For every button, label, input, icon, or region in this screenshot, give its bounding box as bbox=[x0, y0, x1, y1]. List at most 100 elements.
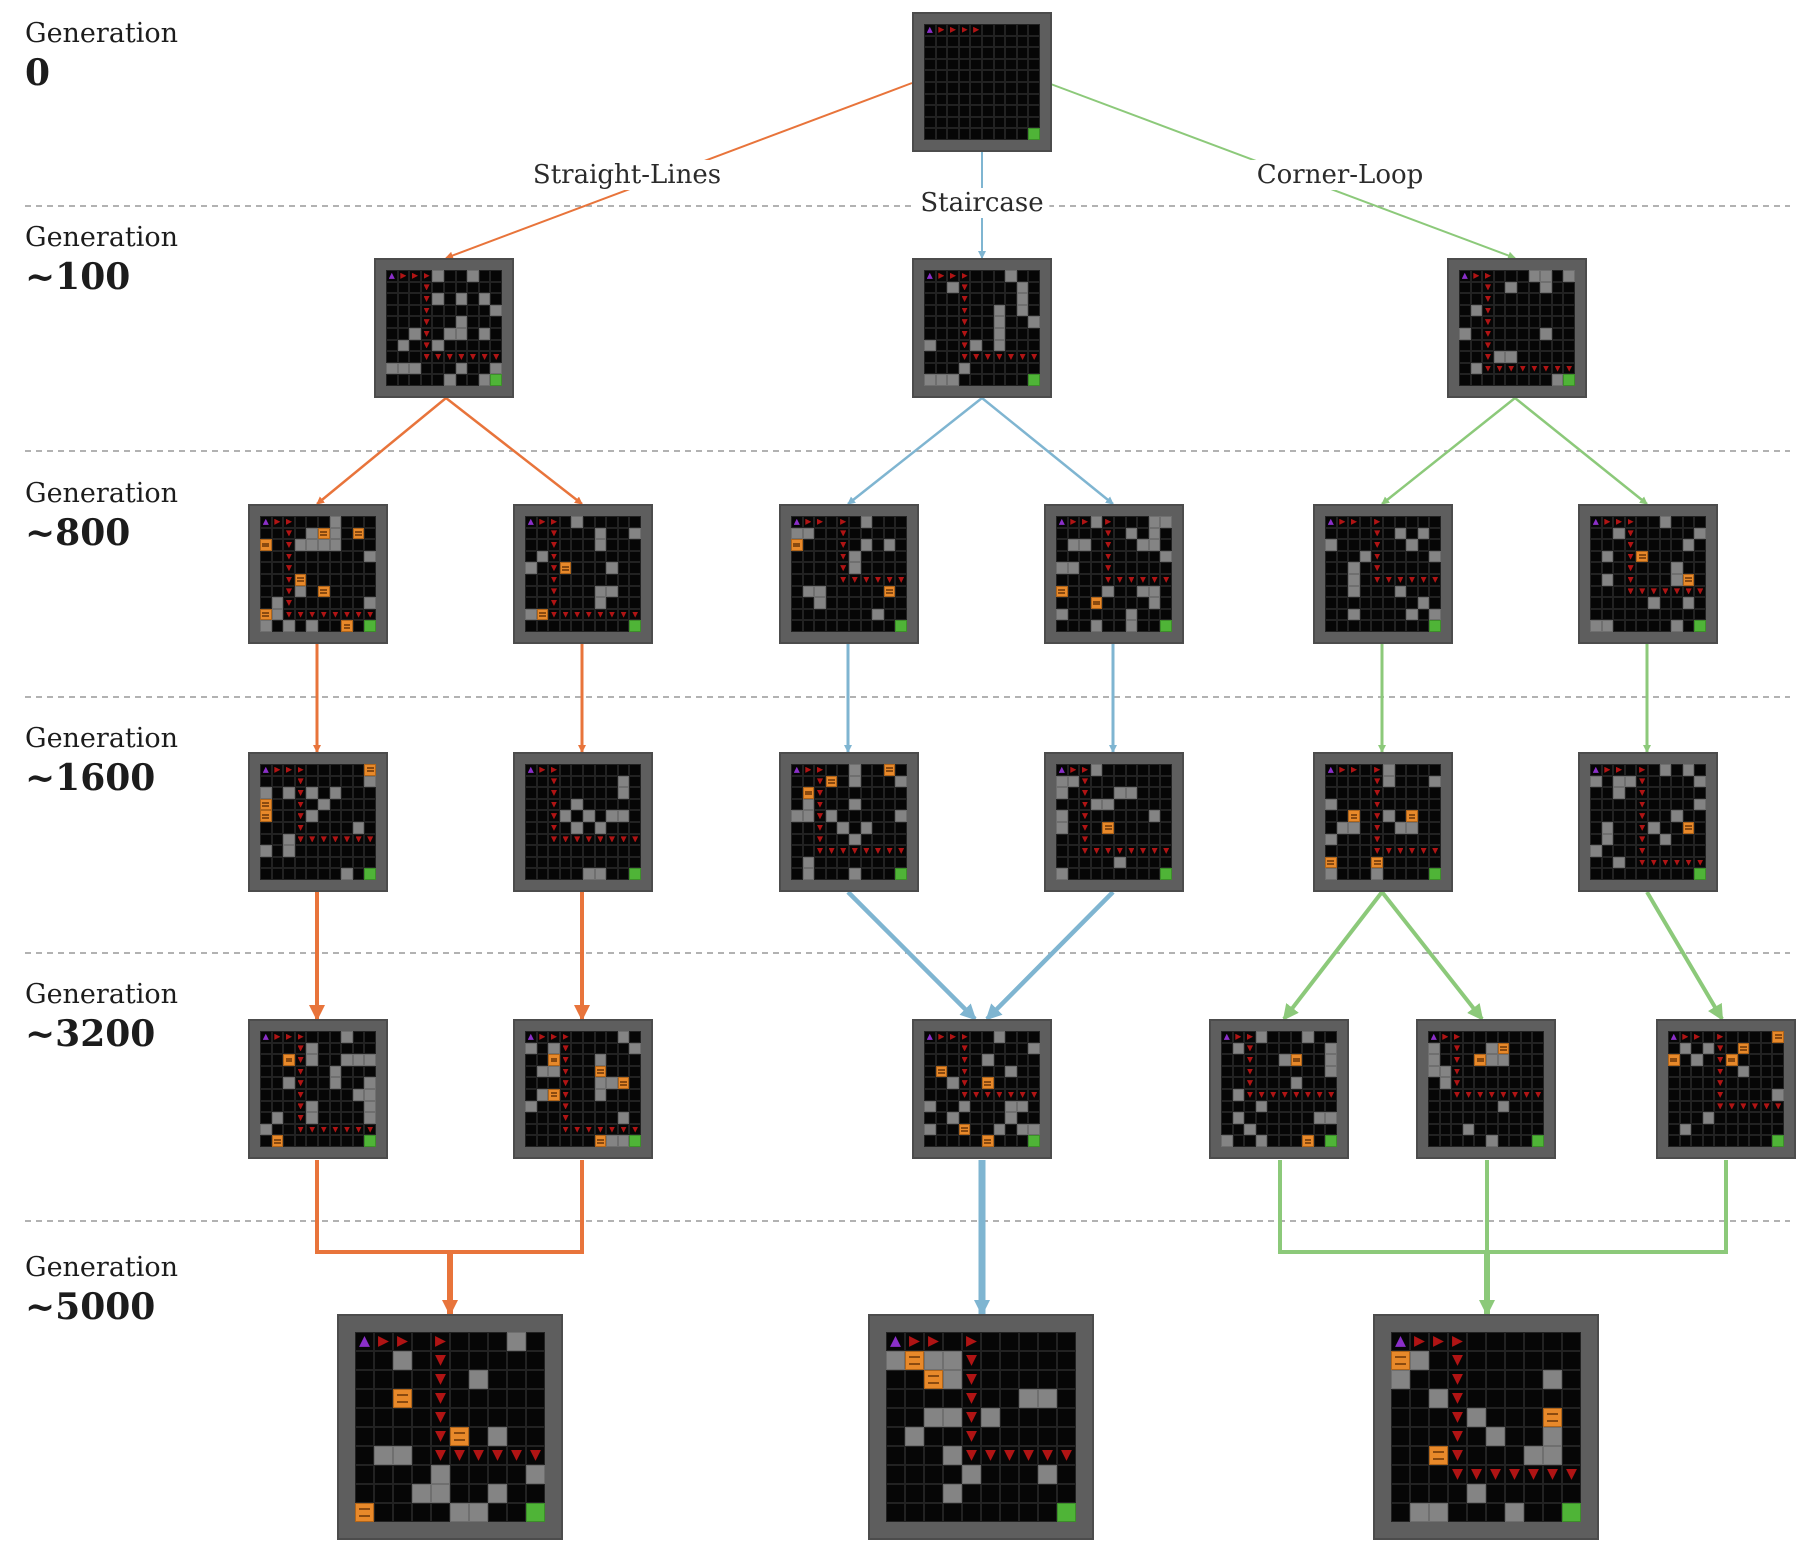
maze-cell bbox=[1255, 1123, 1268, 1136]
maze-cell bbox=[571, 550, 583, 563]
maze-cell bbox=[283, 764, 295, 776]
maze-cell bbox=[1540, 293, 1552, 305]
maze-cell bbox=[1114, 597, 1126, 609]
maze-cell bbox=[341, 1031, 353, 1043]
maze-cell bbox=[1429, 620, 1441, 632]
maze-cell bbox=[924, 24, 936, 36]
maze-cell bbox=[1079, 856, 1091, 869]
maze-cell bbox=[1325, 1100, 1337, 1113]
maze-cell bbox=[1336, 787, 1349, 799]
maze-cell bbox=[1737, 1077, 1750, 1089]
maze-cell bbox=[1467, 1427, 1486, 1446]
maze-cell bbox=[1429, 1408, 1448, 1427]
maze-cell bbox=[825, 527, 838, 540]
maze-cell bbox=[536, 1065, 549, 1078]
maze-cell bbox=[271, 845, 284, 857]
maze-cell bbox=[1448, 1370, 1467, 1389]
maze-cell bbox=[1406, 856, 1418, 869]
maze-cell bbox=[1702, 1123, 1715, 1136]
maze-cell bbox=[1601, 798, 1614, 811]
maze-cell bbox=[1336, 798, 1349, 811]
maze-cell bbox=[1148, 764, 1161, 776]
maze-cell bbox=[1659, 787, 1672, 799]
maze-cell bbox=[617, 597, 630, 609]
maze-cell bbox=[478, 362, 491, 375]
maze-cell bbox=[1057, 1446, 1076, 1465]
maze-cell bbox=[1125, 597, 1138, 609]
maze-cell bbox=[1067, 764, 1080, 776]
maze-cell bbox=[1371, 810, 1383, 822]
maze-cell bbox=[432, 328, 444, 340]
maze-cell bbox=[469, 1465, 488, 1484]
maze-cell bbox=[1348, 868, 1360, 880]
maze-cell bbox=[1148, 527, 1161, 540]
maze-cell bbox=[1613, 775, 1625, 788]
maze-cell bbox=[1470, 328, 1483, 340]
maze-cell bbox=[1648, 868, 1660, 880]
maze-cell bbox=[1090, 775, 1103, 788]
maze-cell bbox=[1417, 597, 1430, 609]
maze-cell bbox=[341, 574, 353, 586]
maze-cell bbox=[1137, 810, 1149, 822]
generation-number: ~800 bbox=[25, 512, 131, 554]
maze-cell bbox=[1148, 845, 1161, 857]
maze-cell bbox=[559, 868, 572, 880]
maze-cell bbox=[306, 527, 318, 540]
maze-cell bbox=[1467, 1484, 1486, 1503]
maze-cell bbox=[1028, 93, 1040, 106]
maze-cell bbox=[993, 1054, 1006, 1066]
maze-cell bbox=[1406, 822, 1418, 834]
maze-cell bbox=[1016, 47, 1029, 59]
maze-cell bbox=[802, 868, 815, 880]
maze-cell bbox=[283, 574, 295, 586]
generation-number: ~100 bbox=[25, 256, 131, 298]
maze-cell bbox=[355, 1503, 374, 1522]
maze-cell bbox=[1679, 1135, 1692, 1147]
maze-cell bbox=[1267, 1042, 1279, 1055]
maze-cell bbox=[1459, 281, 1471, 294]
maze-cell bbox=[947, 1077, 959, 1089]
maze-cell bbox=[1601, 597, 1614, 609]
maze-cell bbox=[1016, 82, 1029, 94]
maze-cell bbox=[306, 597, 318, 609]
maze-cell bbox=[1528, 374, 1541, 386]
maze-cell bbox=[283, 798, 295, 811]
maze-cell bbox=[947, 47, 959, 59]
maze-cell bbox=[1714, 1031, 1726, 1043]
maze-cell bbox=[1019, 1484, 1038, 1503]
maze-cell bbox=[924, 1112, 936, 1124]
maze-cell bbox=[283, 608, 295, 621]
maze-cell bbox=[1090, 620, 1103, 632]
maze-cell bbox=[837, 845, 849, 857]
maze-cell bbox=[1563, 339, 1575, 352]
maze-cell bbox=[1383, 539, 1395, 551]
maze-cell bbox=[935, 1112, 948, 1124]
maze-cell bbox=[1160, 620, 1172, 632]
maze-cell bbox=[958, 351, 971, 363]
maze-cell bbox=[970, 128, 982, 140]
maze-cell bbox=[283, 1065, 295, 1078]
maze-cell bbox=[1474, 1077, 1486, 1089]
maze-gen-1600-straight-lines-b bbox=[513, 752, 653, 892]
maze-cell bbox=[1694, 810, 1706, 822]
maze-cell bbox=[962, 1332, 981, 1351]
maze-cell bbox=[1160, 822, 1172, 834]
maze-cell bbox=[1497, 1054, 1510, 1066]
maze-cell bbox=[1648, 775, 1660, 788]
maze-cell bbox=[1079, 539, 1091, 551]
maze-cell bbox=[1348, 856, 1360, 869]
maze-cell bbox=[1749, 1112, 1761, 1124]
maze-cell bbox=[993, 24, 1006, 36]
maze-cell bbox=[1429, 856, 1441, 869]
maze-cell bbox=[306, 833, 318, 846]
maze-cell bbox=[1694, 527, 1706, 540]
maze-cell bbox=[409, 304, 421, 317]
maze-cell bbox=[1056, 562, 1068, 574]
maze-cell bbox=[260, 539, 272, 551]
maze-cell bbox=[364, 810, 376, 822]
maze-cell bbox=[1691, 1042, 1703, 1055]
maze-cell bbox=[872, 527, 884, 540]
maze-cell bbox=[1325, 1077, 1337, 1089]
maze-cell bbox=[525, 798, 537, 811]
maze-cell bbox=[1090, 787, 1103, 799]
